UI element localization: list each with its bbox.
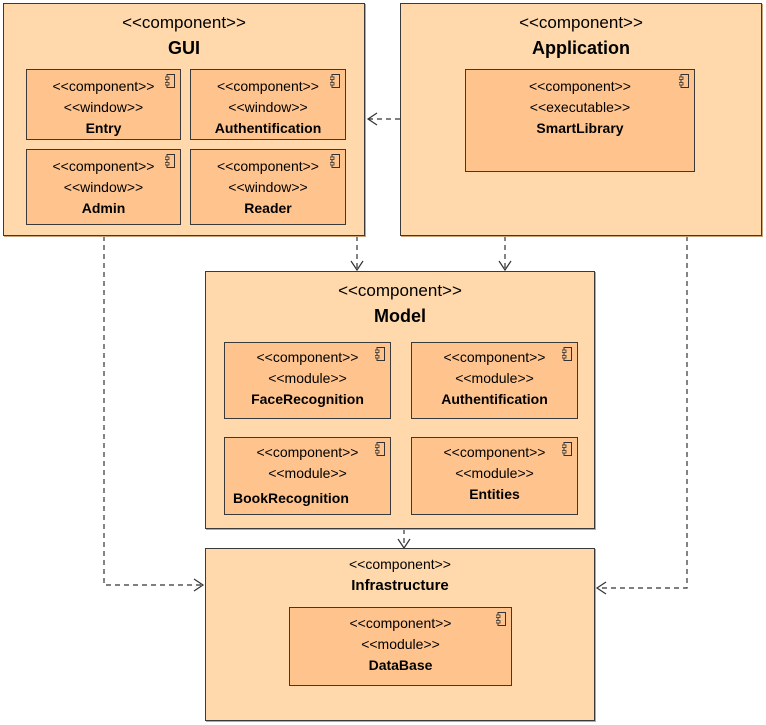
bookrecognition-name: BookRecognition [233, 490, 349, 506]
model-authentification-stereotype: <<component>> [443, 349, 546, 365]
admin-window[interactable]: <<component>> <<window>> Admin [26, 149, 181, 225]
reader-name: Reader [244, 200, 292, 216]
entry-kind: <<window>> [63, 99, 144, 115]
authentification-name: Authentification [214, 120, 322, 136]
application-component[interactable]: <<component>> Application <<component>> … [400, 3, 762, 236]
infrastructure-component[interactable]: <<component>> Infrastructure <<component… [205, 548, 595, 721]
component-icon [165, 154, 175, 168]
bookrecognition-kind: <<module>> [268, 465, 347, 481]
application-stereotype: <<component>> [519, 13, 643, 32]
entities-name: Entities [469, 486, 520, 502]
facerecognition-stereotype: <<component>> [256, 349, 359, 365]
admin-kind: <<window>> [63, 179, 144, 195]
database-kind: <<module>> [361, 636, 440, 652]
infrastructure-name: Infrastructure [351, 577, 449, 594]
entities-module[interactable]: <<component>> <<module>> Entities [411, 437, 578, 515]
database-stereotype: <<component>> [349, 615, 452, 631]
database-module[interactable]: <<component>> <<module>> DataBase [289, 607, 512, 686]
arrowhead-model-right [498, 260, 512, 272]
model-component[interactable]: <<component>> Model <<component>> <<modu… [205, 271, 595, 529]
component-icon [562, 347, 572, 361]
model-stereotype: <<component>> [338, 281, 462, 300]
gui-name: GUI [167, 38, 200, 58]
admin-stereotype: <<component>> [52, 158, 155, 174]
entry-name: Entry [85, 120, 122, 136]
component-icon [165, 74, 175, 88]
facerecognition-kind: <<module>> [268, 370, 347, 386]
arrowhead-model-left [350, 260, 364, 272]
dep-application-infrastructure [597, 236, 688, 589]
entry-window[interactable]: <<component>> <<window>> Entry [26, 69, 181, 140]
authentification-window[interactable]: <<component>> <<window>> Authentificatio… [190, 69, 346, 140]
infrastructure-stereotype: <<component>> [349, 556, 451, 572]
entry-stereotype: <<component>> [52, 78, 155, 94]
bookrecognition-stereotype: <<component>> [256, 444, 359, 460]
component-icon [496, 612, 506, 626]
gui-component[interactable]: <<component>> GUI <<component>> <<window… [3, 3, 365, 236]
component-icon [679, 74, 689, 88]
arrowhead-infra-right [595, 581, 607, 595]
model-name: Model [374, 306, 426, 326]
facerecognition-name: FaceRecognition [251, 391, 364, 407]
authentification-stereotype: <<component>> [217, 78, 319, 94]
smartlibrary-kind: <<executable>> [529, 99, 631, 115]
component-icon [375, 442, 385, 456]
reader-window[interactable]: <<component>> <<window>> Reader [190, 149, 346, 225]
bookrecognition-module[interactable]: <<component>> <<module>> BookRecognition [224, 437, 391, 515]
component-icon [375, 347, 385, 361]
model-authentification-name: Authentification [441, 391, 548, 407]
entities-stereotype: <<component>> [443, 444, 546, 460]
arrowhead-infra-left [193, 578, 205, 592]
smartlibrary-executable[interactable]: <<component>> <<executable>> SmartLibrar… [465, 69, 695, 172]
smartlibrary-name: SmartLibrary [536, 120, 624, 136]
database-name: DataBase [368, 657, 433, 673]
component-icon [562, 442, 572, 456]
entities-kind: <<module>> [455, 465, 534, 481]
arrowhead-gui [366, 112, 378, 126]
facerecognition-module[interactable]: <<component>> <<module>> FaceRecognition [224, 342, 391, 419]
smartlibrary-stereotype: <<component>> [529, 78, 631, 94]
gui-stereotype: <<component>> [122, 13, 246, 32]
authentification-module[interactable]: <<component>> <<module>> Authentificatio… [411, 342, 578, 419]
component-icon [330, 154, 340, 168]
component-icon [330, 74, 340, 88]
reader-stereotype: <<component>> [217, 158, 319, 174]
reader-kind: <<window>> [228, 179, 308, 195]
dep-gui-infrastructure [103, 236, 203, 586]
admin-name: Admin [81, 200, 126, 216]
model-authentification-kind: <<module>> [455, 370, 534, 386]
application-name: Application [532, 38, 630, 58]
authentification-kind: <<window>> [228, 99, 308, 115]
